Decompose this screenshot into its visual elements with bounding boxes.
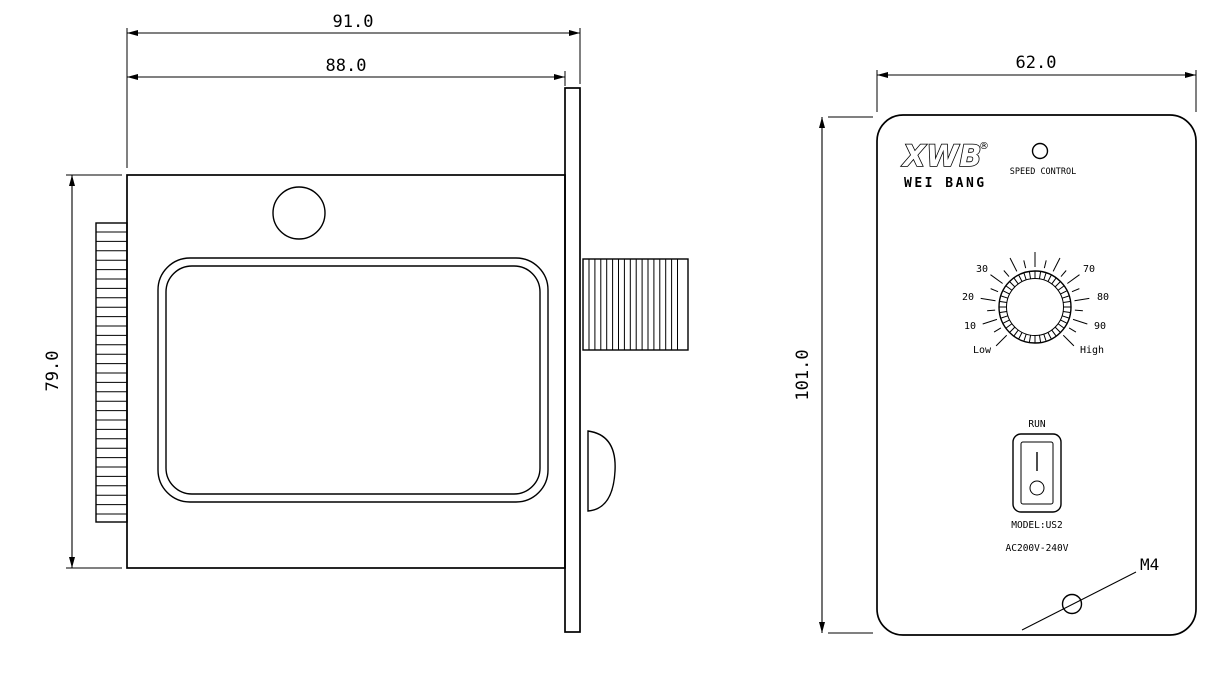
dial-knob-side-profile xyxy=(95,222,128,523)
dial-label-80: 80 xyxy=(1097,292,1109,303)
dial-label-20: 20 xyxy=(962,292,974,303)
model-label: MODEL:US2 xyxy=(1011,520,1062,531)
side-view: 91.0 88.0 79.0 xyxy=(43,12,689,633)
controller-body xyxy=(126,174,566,569)
run-label: RUN xyxy=(1028,419,1045,430)
rocker-switch-side-profile xyxy=(587,430,616,512)
mounting-hole xyxy=(272,186,326,240)
switch-outer-frame xyxy=(1012,433,1062,513)
front-view: 62.0 101.0 XWB ® WEI BANG SPEED CONTROL xyxy=(793,53,1197,636)
display-window-inner xyxy=(165,265,541,495)
dimension-side-outer-width: 91.0 xyxy=(126,12,581,168)
dimension-side-height: 79.0 xyxy=(43,174,122,569)
speed-control-indicator: SPEED CONTROL xyxy=(1010,142,1077,177)
mount-hole-label: M4 xyxy=(1140,555,1159,574)
knob-profile-outline xyxy=(95,222,128,523)
voltage-label: AC200V-240V xyxy=(1006,543,1069,554)
leader-line xyxy=(1021,571,1137,631)
display-window-outer xyxy=(157,257,549,503)
switch-off-mark-icon xyxy=(1029,480,1045,496)
dimension-front-width: 62.0 xyxy=(876,53,1197,112)
dial-scale-ticks xyxy=(980,252,1090,347)
mount-hole-callout: M4 xyxy=(1021,555,1159,631)
dimension-value: 62.0 xyxy=(1016,53,1057,73)
shaft-outline xyxy=(582,258,689,351)
knob-knurl-hatch xyxy=(96,231,127,515)
switch-rocker xyxy=(1020,441,1054,505)
dimension-front-height: 101.0 xyxy=(793,116,873,634)
dial-label-70: 70 xyxy=(1083,264,1095,275)
brand-logo: XWB ® WEI BANG xyxy=(900,138,989,191)
knob-inner-circle xyxy=(1006,278,1064,336)
knob-knurl-band xyxy=(999,271,1071,343)
led-indicator-icon xyxy=(1031,142,1049,160)
dial-label-90: 90 xyxy=(1094,321,1106,332)
registered-trademark-icon: ® xyxy=(979,141,989,152)
led-label: SPEED CONTROL xyxy=(1010,167,1077,177)
dimension-value: 79.0 xyxy=(43,351,63,392)
knob-outer-circle xyxy=(998,270,1072,344)
screw-hole-icon xyxy=(1061,593,1083,615)
brand-logo-text: XWB xyxy=(901,139,982,173)
shaft-knurl-hatch xyxy=(588,259,678,350)
dial-label-30: 30 xyxy=(976,264,988,275)
front-panel xyxy=(876,114,1197,636)
dial-label-high: High xyxy=(1080,345,1104,356)
speed-dial: 10 20 30 70 80 90 Low High xyxy=(962,252,1109,356)
speed-knob-side-profile xyxy=(582,258,689,351)
mounting-flange xyxy=(564,87,581,633)
run-switch: RUN xyxy=(1012,419,1062,513)
dimension-value: 88.0 xyxy=(326,56,367,76)
brand-subtitle: WEI BANG xyxy=(904,176,987,191)
dimension-value: 91.0 xyxy=(333,12,374,32)
dimension-side-inner-width: 88.0 xyxy=(127,56,566,86)
dimension-value: 101.0 xyxy=(793,349,813,400)
dial-label-low: Low xyxy=(973,345,992,356)
dial-label-10: 10 xyxy=(964,321,976,332)
